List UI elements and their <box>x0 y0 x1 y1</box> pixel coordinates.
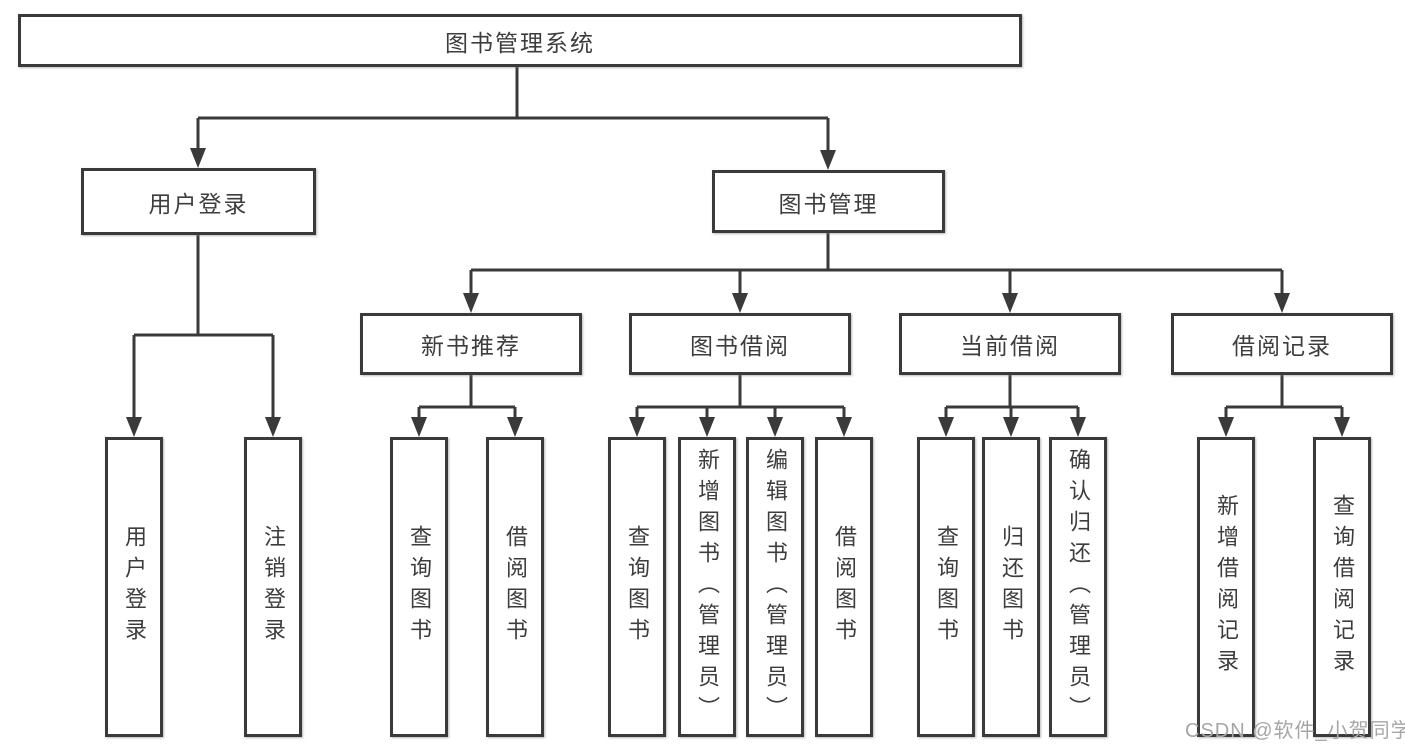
node-logout: 注销登录 <box>244 437 302 737</box>
arrow-down-icon <box>463 293 479 313</box>
node-book-management: 图书管理 <box>712 170 945 233</box>
node-confirm-return-admin: 确认归还（管理员） <box>1049 437 1107 737</box>
node-label: 图书管理系统 <box>445 29 595 56</box>
arrow-down-icon <box>411 417 427 437</box>
node-label: 借阅记录 <box>1232 333 1332 359</box>
connector-root-to-level2 <box>196 67 830 154</box>
node-label: 用户登录 <box>122 525 147 649</box>
arrow-down-icon <box>1274 293 1290 313</box>
node-label: 新增借阅记录 <box>1214 494 1239 680</box>
arrow-down-icon <box>938 417 954 437</box>
node-label: 借阅图书 <box>832 525 857 649</box>
node-label: 注销登录 <box>261 525 286 649</box>
arrow-down-icon <box>190 148 206 168</box>
node-borrow-books: 借阅图书 <box>815 437 873 737</box>
node-label: 新增图书（管理员） <box>695 447 720 727</box>
node-label: 借阅图书 <box>503 525 528 649</box>
connector-borrow-records-children <box>1224 375 1344 421</box>
arrow-down-icon <box>699 417 715 437</box>
node-book-borrow: 图书借阅 <box>629 313 851 375</box>
arrow-down-icon <box>732 293 748 313</box>
node-label: 当前借阅 <box>960 333 1060 359</box>
node-label: 查询图书 <box>407 525 432 649</box>
node-borrow-records: 借阅记录 <box>1171 313 1393 375</box>
node-label: 用户登录 <box>148 190 249 217</box>
csdn-watermark: CSDN @软件_小贺同学 <box>1185 720 1405 742</box>
arrow-down-icon <box>126 417 142 437</box>
connector-book-borrow-children <box>635 375 846 421</box>
node-current-borrow: 当前借阅 <box>899 313 1121 375</box>
arrow-down-icon <box>767 417 783 437</box>
arrow-down-icon <box>820 150 836 170</box>
connector-current-borrow-children <box>944 375 1080 421</box>
arrow-down-icon <box>1070 417 1086 437</box>
node-query-books: 查询图书 <box>608 437 666 737</box>
node-new-book-recommend: 新书推荐 <box>360 313 582 375</box>
arrow-down-icon <box>1003 417 1019 437</box>
connector-user-login-children <box>132 235 275 421</box>
node-library-management-system: 图书管理系统 <box>18 14 1022 67</box>
node-label: 查询图书 <box>625 525 650 649</box>
node-edit-books-admin: 编辑图书（管理员） <box>746 437 804 737</box>
arrow-down-icon <box>629 417 645 437</box>
node-return-books: 归还图书 <box>982 437 1040 737</box>
arrow-down-icon <box>507 417 523 437</box>
node-borrow-books: 借阅图书 <box>486 437 544 737</box>
node-label: 归还图书 <box>999 525 1024 649</box>
node-add-borrow-record: 新增借阅记录 <box>1197 437 1255 737</box>
arrow-down-icon <box>265 417 281 437</box>
node-label: 查询图书 <box>934 525 959 649</box>
node-query-books: 查询图书 <box>390 437 448 737</box>
arrow-down-icon <box>1002 293 1018 313</box>
arrow-down-icon <box>1218 417 1234 437</box>
node-label: 新书推荐 <box>421 333 521 359</box>
node-query-borrow-record: 查询借阅记录 <box>1313 437 1371 737</box>
connector-new-book-children <box>417 375 517 421</box>
node-label: 编辑图书（管理员） <box>763 447 788 727</box>
node-query-books: 查询图书 <box>917 437 975 737</box>
node-label: 查询借阅记录 <box>1330 494 1355 680</box>
node-user-login-leaf: 用户登录 <box>105 437 163 737</box>
node-user-login: 用户登录 <box>81 168 316 235</box>
arrow-down-icon <box>836 417 852 437</box>
node-label: 图书借阅 <box>690 333 790 359</box>
node-add-books-admin: 新增图书（管理员） <box>678 437 736 737</box>
node-label: 确认归还（管理员） <box>1066 447 1091 727</box>
node-label: 图书管理 <box>778 190 879 217</box>
arrow-down-icon <box>1334 417 1350 437</box>
connector-book-mgmt-children <box>469 233 1284 297</box>
